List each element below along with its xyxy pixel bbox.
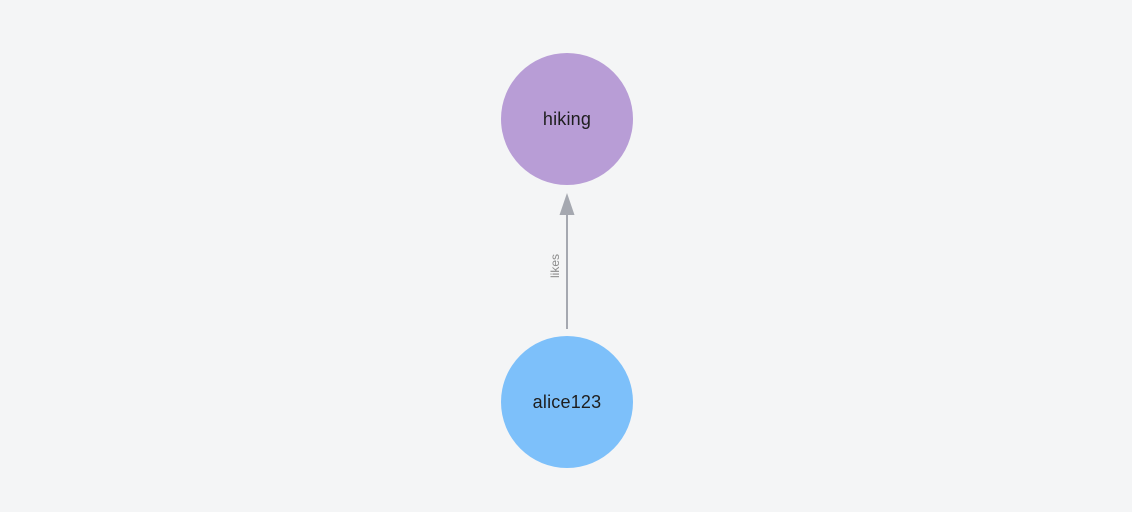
node-label: hiking <box>542 109 592 129</box>
node-label: alice123 <box>532 392 602 412</box>
edge-label-likes[interactable]: likes <box>548 254 562 279</box>
node-hiking[interactable]: hiking <box>501 53 633 185</box>
node-alice123[interactable]: alice123 <box>501 336 633 468</box>
edge-likes[interactable] <box>559 193 575 329</box>
arrowhead-icon <box>559 193 575 215</box>
